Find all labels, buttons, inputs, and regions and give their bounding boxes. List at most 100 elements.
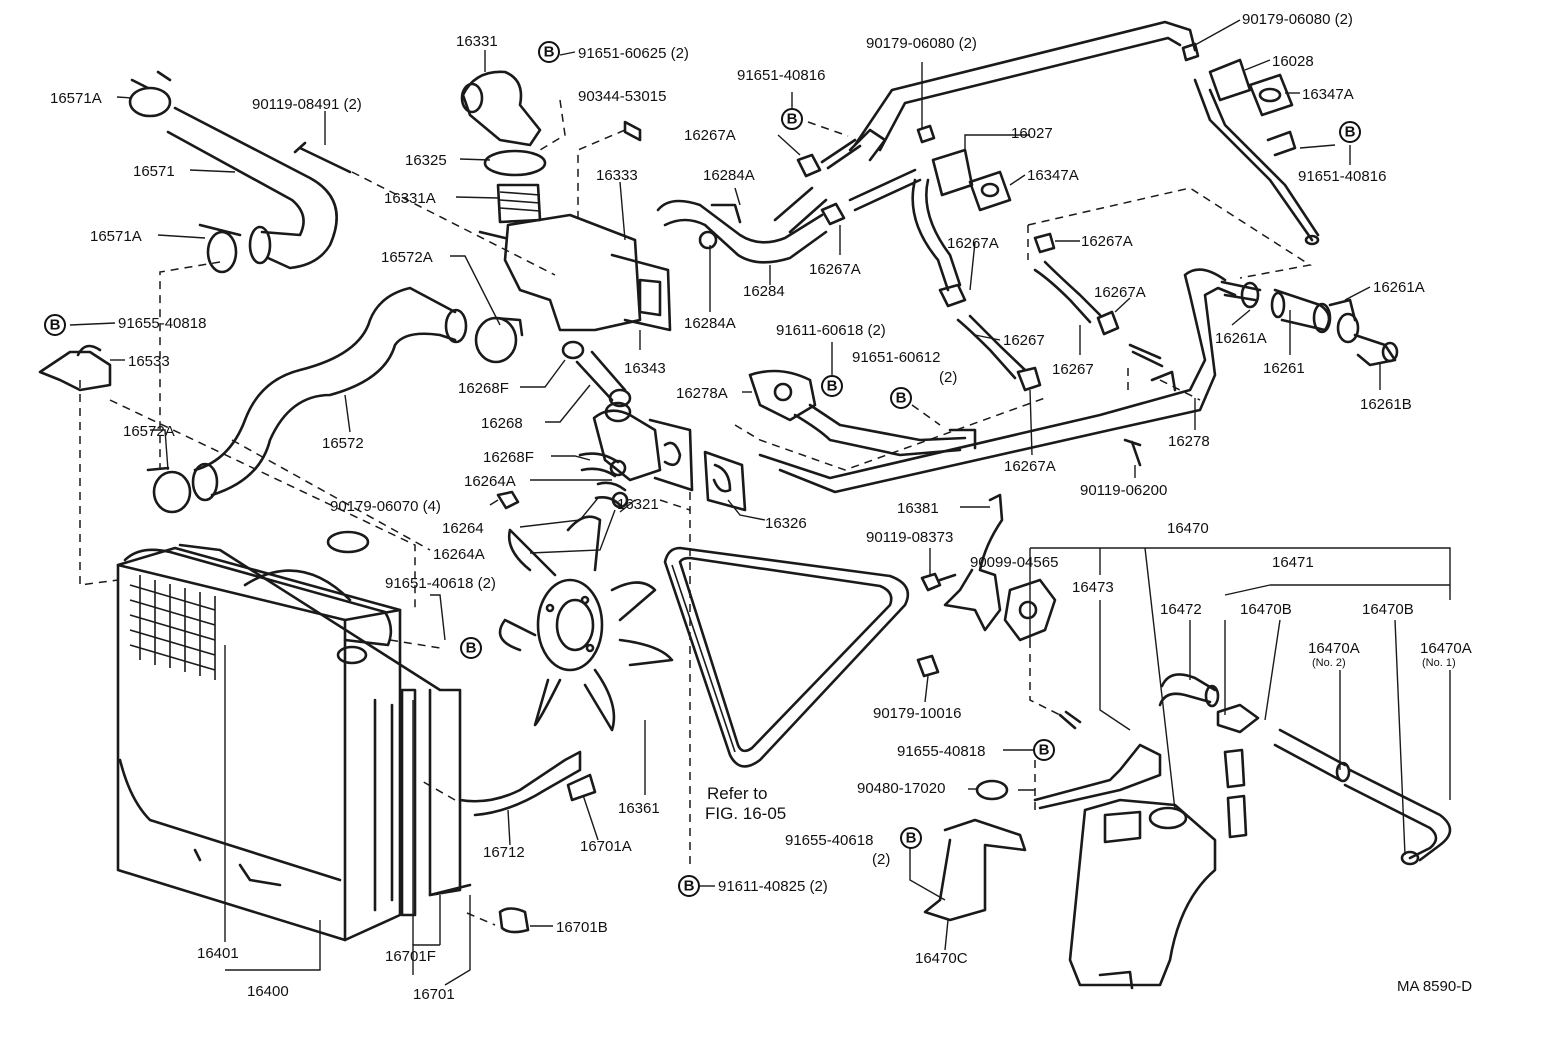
b-marker: B xyxy=(781,108,803,130)
lower-hose xyxy=(146,286,524,514)
label-16267A-1: 16267A xyxy=(684,127,736,144)
svg-text:B: B xyxy=(466,640,477,657)
label-16571: 16571 xyxy=(133,163,175,180)
label-16267A-2: 16267A xyxy=(947,235,999,252)
label-16028: 16028 xyxy=(1272,53,1314,70)
label-16347A-top: 16347A xyxy=(1302,86,1354,103)
label-16261: 16261 xyxy=(1263,360,1305,377)
label-16264: 16264 xyxy=(442,520,484,537)
svg-text:B: B xyxy=(50,317,61,334)
label-16321: 16321 xyxy=(617,496,659,513)
label-16701: 16701 xyxy=(413,986,455,1003)
label-16471: 16471 xyxy=(1272,554,1314,571)
label-90119-08373: 90119-08373 xyxy=(866,529,953,546)
upper-hose xyxy=(128,70,352,274)
b-marker: B xyxy=(460,637,482,659)
label-16470B-1: 16470B xyxy=(1240,601,1292,618)
cooling-fan xyxy=(498,515,674,732)
label-90119-08491: 90119-08491 (2) xyxy=(252,96,362,113)
label-91655-40818-right: 91655-40818 xyxy=(897,743,985,760)
label-16331: 16331 xyxy=(456,33,498,50)
svg-text:B: B xyxy=(684,878,695,895)
b-marker: B xyxy=(1033,739,1055,761)
svg-text:B: B xyxy=(1345,124,1356,141)
label-16268: 16268 xyxy=(481,415,523,432)
label-16325: 16325 xyxy=(405,152,447,169)
label-16572: 16572 xyxy=(322,435,364,452)
reference-lines xyxy=(79,99,1312,926)
label-16278A: 16278A xyxy=(676,385,728,402)
b-marker: B xyxy=(44,314,66,336)
label-16261A-2: 16261A xyxy=(1215,330,1267,347)
label-16278: 16278 xyxy=(1168,433,1210,450)
label-16470B-2: 16470B xyxy=(1362,601,1414,618)
label-16267A-5: 16267A xyxy=(1094,284,1146,301)
label-16264A-low: 16264A xyxy=(433,546,485,563)
label-16284A-top: 16284A xyxy=(703,167,755,184)
label-91651-40816-mid: 91651-40816 xyxy=(737,67,825,84)
label-16268F-top: 16268F xyxy=(458,380,509,397)
water-outlet-thermostat xyxy=(460,70,747,512)
label-91651-60612-qty: (2) xyxy=(939,369,957,386)
label-16267-a: 16267 xyxy=(1003,332,1045,349)
label-16261B: 16261B xyxy=(1360,396,1412,413)
label-16267A-3: 16267A xyxy=(1081,233,1133,250)
bracket-16533 xyxy=(38,344,112,392)
label-16472: 16472 xyxy=(1160,601,1202,618)
label-16264A-top: 16264A xyxy=(464,473,516,490)
v-belt xyxy=(663,546,910,768)
label-91655-40618: 91655-40618 xyxy=(785,832,873,849)
label-16267A-4: 16267A xyxy=(809,261,861,278)
label-16701B: 16701B xyxy=(556,919,608,936)
label-16261A-1: 16261A xyxy=(1373,279,1425,296)
label-16473: 16473 xyxy=(1072,579,1114,596)
svg-text:B: B xyxy=(827,378,838,395)
label-90480-17020: 90480-17020 xyxy=(857,780,945,797)
refer-note-line2: FIG. 16-05 xyxy=(705,804,786,823)
label-16533: 16533 xyxy=(128,353,170,370)
label-91651-40816-right: 91651-40816 xyxy=(1298,168,1386,185)
b-marker: B xyxy=(1339,121,1361,143)
label-16701A: 16701A xyxy=(580,838,632,855)
label-16572A-low: 16572A xyxy=(123,423,175,440)
label-16284A-low: 16284A xyxy=(684,315,736,332)
label-16267-b: 16267 xyxy=(1052,361,1094,378)
label-16267A-6: 16267A xyxy=(1004,458,1056,475)
diagram-reference-code: MA 8590-D xyxy=(1397,978,1472,995)
label-16333: 16333 xyxy=(596,167,638,184)
b-marker: B xyxy=(890,387,912,409)
label-16331A: 16331A xyxy=(384,190,436,207)
water-bypass-pipe-16278 xyxy=(748,20,1399,494)
label-90119-06200: 90119-06200 xyxy=(1080,482,1167,499)
svg-text:B: B xyxy=(1039,742,1050,759)
label-91611-40825: 91611-40825 (2) xyxy=(718,878,828,895)
label-16027: 16027 xyxy=(1011,125,1053,142)
label-90179-10016: 90179-10016 xyxy=(873,705,961,722)
radiator-assembly xyxy=(116,530,472,942)
label-16401: 16401 xyxy=(197,945,239,962)
svg-text:B: B xyxy=(906,830,917,847)
label-90179-06070: 90179-06070 (4) xyxy=(330,498,441,515)
label-90099-04565: 90099-04565 xyxy=(970,554,1058,571)
part-labels: 16331 91651-60625 (2) 90344-53015 16571A… xyxy=(50,11,1472,1003)
reserve-tank xyxy=(923,673,1452,990)
label-16361: 16361 xyxy=(618,800,660,817)
label-16343: 16343 xyxy=(624,360,666,377)
label-16470A-1: 16470A xyxy=(1420,640,1472,657)
label-91651-40618: 91651-40618 (2) xyxy=(385,575,496,592)
bypass-hoses xyxy=(656,128,922,264)
label-16284: 16284 xyxy=(743,283,785,300)
b-marker: B xyxy=(678,875,700,897)
svg-text:B: B xyxy=(787,111,798,128)
label-16400: 16400 xyxy=(247,983,289,1000)
shroud-pieces xyxy=(458,750,597,934)
refer-note-line1: Refer to xyxy=(707,784,767,803)
label-91655-40818-left: 91655-40818 xyxy=(118,315,206,332)
label-16347A-mid: 16347A xyxy=(1027,167,1079,184)
label-16381: 16381 xyxy=(897,500,939,517)
label-90179-06080-mid: 90179-06080 (2) xyxy=(866,35,977,52)
b-marker: B xyxy=(538,41,560,63)
label-91611-60618: 91611-60618 (2) xyxy=(776,322,886,339)
label-91655-40618-qty: (2) xyxy=(872,851,890,868)
